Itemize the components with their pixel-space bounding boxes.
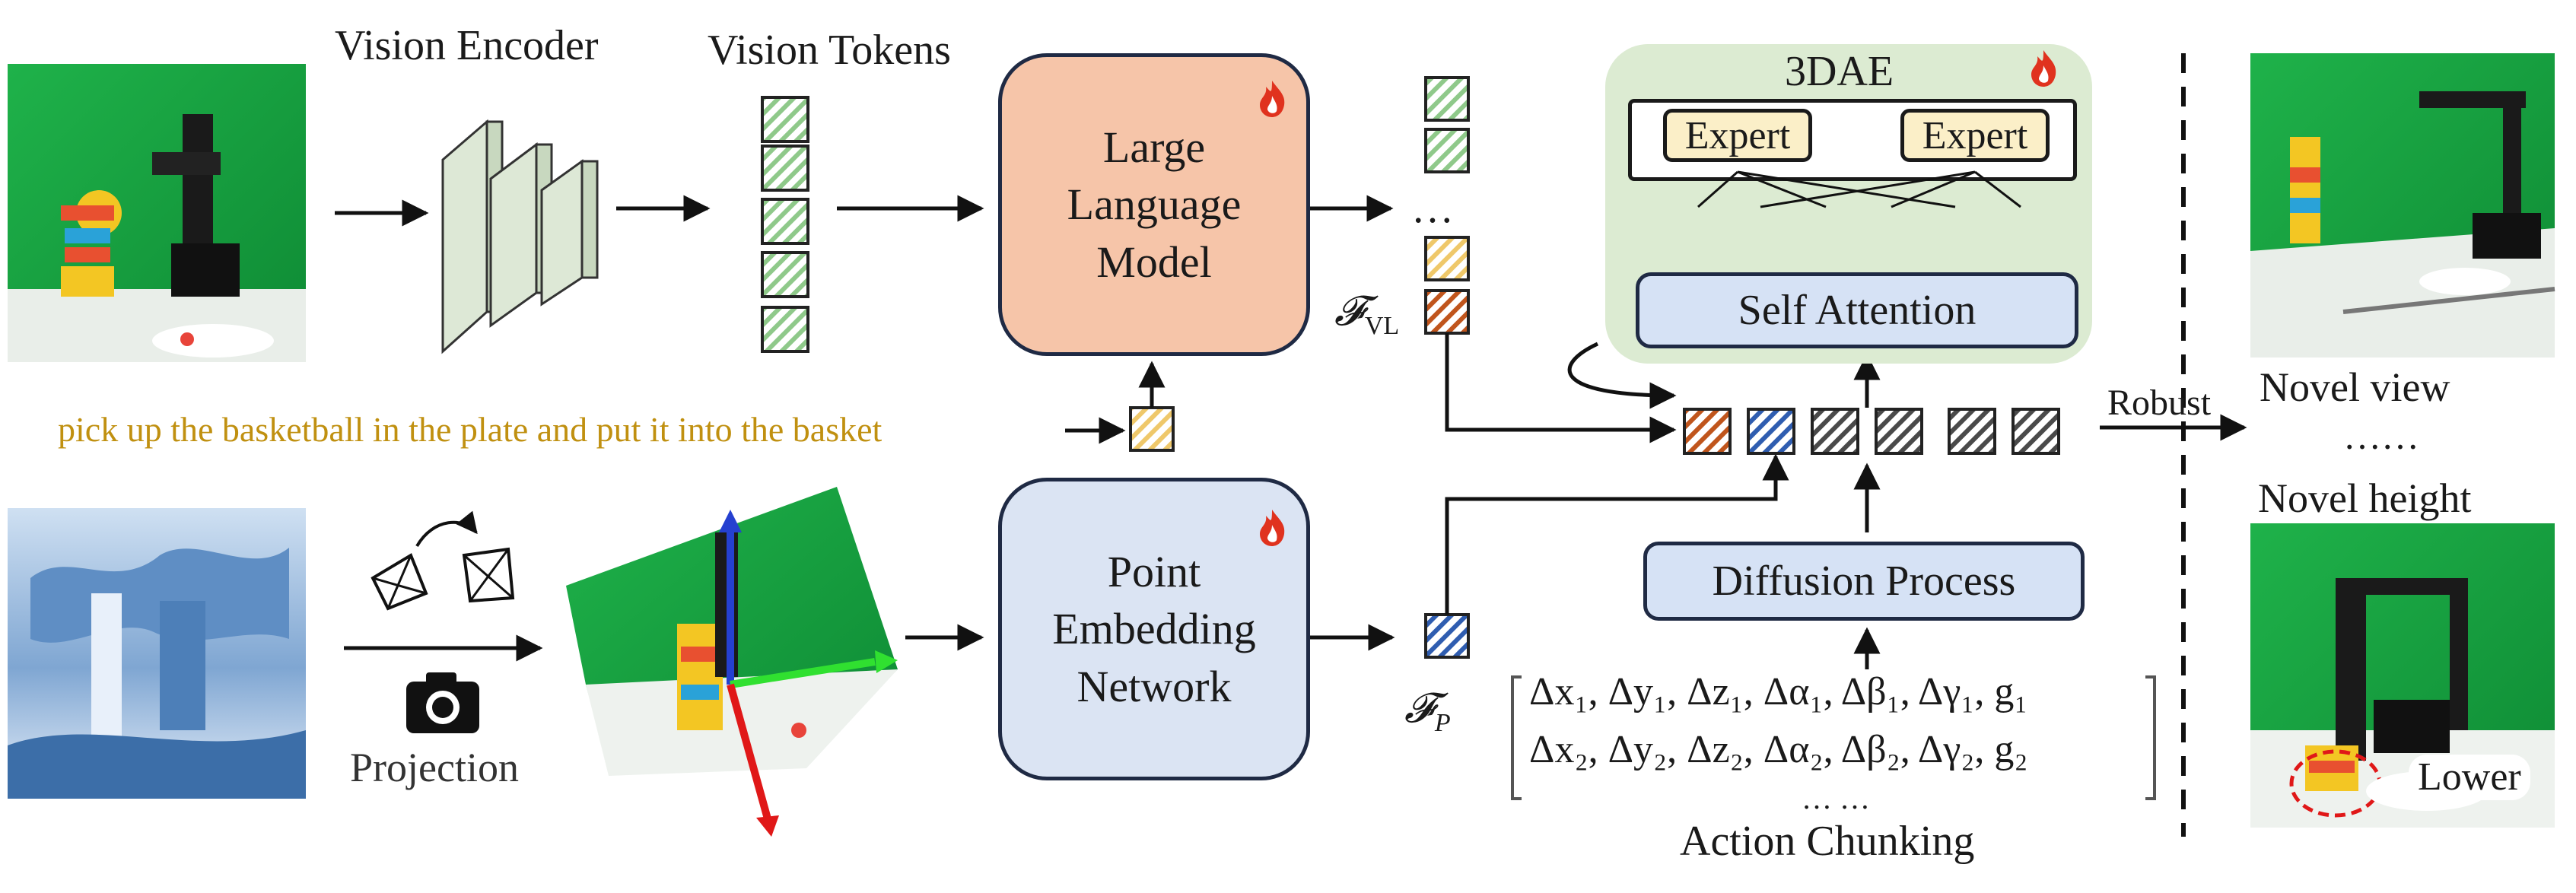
instruction-token [1129, 406, 1175, 452]
f-vl-main: 𝓕 [1334, 288, 1365, 334]
flame-icon [1260, 510, 1285, 546]
f-p-main: 𝓕 [1404, 685, 1435, 731]
expert-routing-lines [1697, 170, 2021, 208]
pen-line-1: Point [1107, 546, 1201, 596]
f-vl-label: 𝓕VL [1334, 291, 1399, 339]
vision-encoder-block [441, 119, 599, 354]
point-feature-token [1424, 613, 1470, 659]
arrow-icon [1445, 453, 1789, 615]
flame-icon [1260, 81, 1285, 117]
camera-pose-icon [370, 510, 515, 611]
flame-icon [2031, 50, 2056, 87]
vision-tokens-label: Vision Tokens [708, 27, 951, 74]
action-row-2: Δx₂, Δy₂, Δz₂, Δα₂, Δβ₂, Δγ₂, g₂ [1529, 728, 2028, 771]
f-p-label: 𝓕P [1404, 688, 1451, 736]
projection-label: Projection [350, 745, 519, 790]
action-row-1: Δx₁, Δy₁, Δz₁, Δα₁, Δβ₁, Δγ₁, g₁ [1529, 670, 2028, 713]
novel-view-image [2250, 53, 2555, 358]
vision-token-column [761, 96, 809, 353]
llm-output-tokens [1424, 76, 1470, 335]
point-embedding-network-block: Point Embedding Network [998, 478, 1310, 780]
llm-block: Large Language Model [998, 53, 1310, 356]
f-vl-sub: VL [1364, 311, 1400, 340]
llm-line-2: Language [1067, 180, 1242, 230]
f-p-sub: P [1434, 708, 1451, 737]
camera-icon [406, 672, 479, 733]
expert-left: Expert [1663, 109, 1812, 162]
pen-line-3: Network [1077, 661, 1232, 711]
pen-line-2: Embedding [1052, 604, 1256, 654]
arrow-icon [1445, 333, 1677, 443]
novel-view-label: Novel view [2260, 364, 2450, 410]
point-cloud-image [566, 487, 898, 837]
novel-dots: …… [2343, 415, 2419, 457]
robust-label: Robust [2107, 383, 2212, 423]
action-bracket-right [2145, 675, 2156, 800]
rgb-observation-image [8, 64, 306, 362]
ellipsis-dots: … [1411, 185, 1454, 232]
llm-line-1: Large [1102, 122, 1206, 172]
self-attention-block: Self Attention [1636, 272, 2078, 348]
action-bracket-left [1511, 675, 1522, 800]
arrow-icon [1567, 342, 1677, 409]
lower-label: Lower [2409, 755, 2530, 800]
action-chunking-label: Action Chunking [1680, 818, 1975, 865]
instruction-text: pick up the basketball in the plate and … [58, 410, 883, 449]
llm-line-3: Model [1096, 237, 1212, 287]
novel-height-label: Novel height [2258, 475, 2472, 521]
fused-token-row [1683, 408, 2060, 455]
diffusion-process-block: Diffusion Process [1643, 542, 2085, 621]
vision-encoder-label: Vision Encoder [335, 22, 599, 69]
3dae-title: 3DAE [1785, 48, 1894, 95]
depth-map-image [8, 508, 306, 799]
expert-right: Expert [1900, 109, 2050, 162]
action-ellipsis: … … [1802, 781, 1870, 815]
